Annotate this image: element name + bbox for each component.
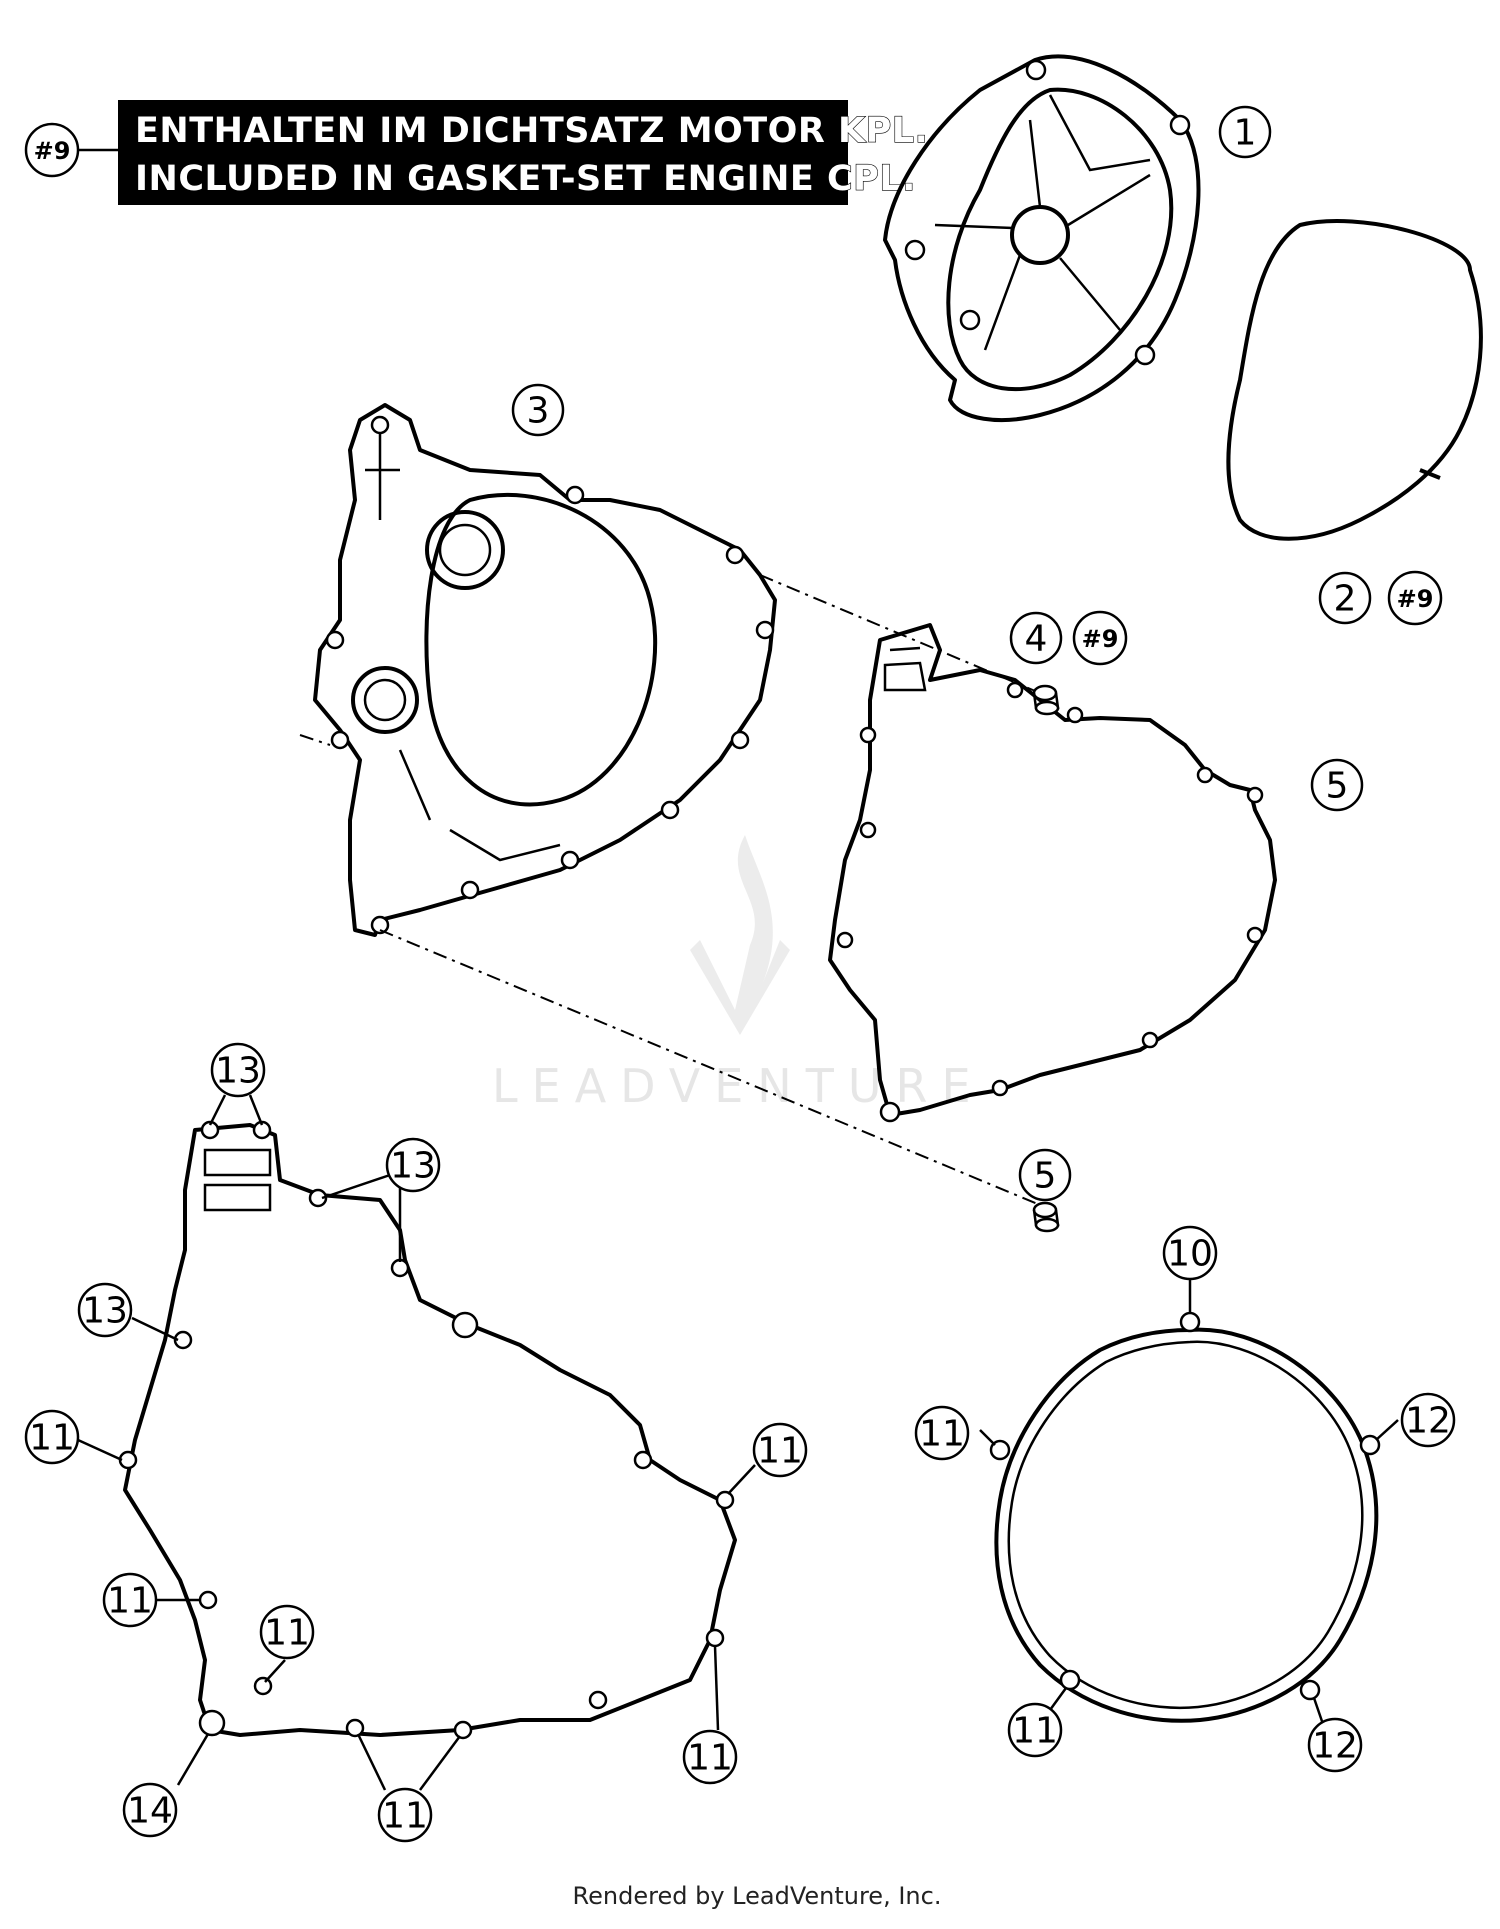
part-5-dowel-top [1032,684,1060,716]
svg-text:13: 13 [215,1051,261,1092]
watermark-logo-icon [690,835,790,1035]
part-1-outer-clutch-cover [883,54,1201,422]
callout-11-right: 11 [752,1422,808,1478]
callout-12-ring-bottom: 12 [1307,1717,1363,1773]
leader-lines [77,1094,1399,1791]
callout-13-right: 13 [385,1137,441,1193]
svg-text:13: 13 [390,1146,436,1187]
alignment-line-bottom [379,929,1041,1206]
footer-credit: Rendered by LeadVenture, Inc. [573,1882,942,1910]
svg-text:10: 10 [1167,1234,1213,1275]
callout-14: 14 [122,1782,178,1838]
svg-text:5: 5 [1034,1156,1057,1197]
callout-1: 1 [1218,105,1272,159]
svg-text:2: 2 [1334,579,1357,620]
svg-text:11: 11 [687,1738,733,1779]
svg-text:5: 5 [1326,766,1349,807]
gasket-set-note: #9 ENTHALTEN IM DICHTSATZ MOTOR KPL. INC… [24,100,929,205]
part-3-inner-cover [313,403,777,937]
svg-text:11: 11 [757,1431,803,1472]
callout-3: 3 [511,383,565,437]
svg-text:13: 13 [82,1291,128,1332]
note-line-2: INCLUDED IN GASKET-SET ENGINE CPL. [135,159,916,199]
callout-2: 2 #9 [1318,570,1443,626]
watermark: LEADVENTURE [492,835,985,1113]
svg-text:11: 11 [1012,1711,1058,1752]
svg-text:#9: #9 [1397,585,1434,613]
svg-text:1: 1 [1234,113,1257,154]
large-cover-gasket [118,1120,737,1740]
part-5-dowel-bottom [1032,1201,1060,1233]
svg-text:11: 11 [382,1796,428,1837]
callout-11-left-mid: 11 [102,1572,158,1628]
callout-11-ring-bottom: 11 [1007,1702,1063,1758]
svg-text:11: 11 [107,1581,153,1622]
svg-text:4: 4 [1025,619,1048,660]
callout-11-ring-left: 11 [914,1405,970,1461]
note-ref-label: #9 [34,137,71,165]
svg-text:11: 11 [29,1418,75,1459]
callout-11-inner: 11 [259,1604,315,1660]
callout-5-top: 5 [1310,758,1364,812]
svg-text:11: 11 [264,1613,310,1654]
callout-5-bottom: 5 [1018,1148,1072,1202]
svg-text:12: 12 [1405,1401,1451,1442]
note-line-1: ENTHALTEN IM DICHTSATZ MOTOR KPL. [135,111,928,151]
svg-text:14: 14 [127,1791,173,1832]
alignment-line-left [299,734,331,746]
callout-11-left-top: 11 [24,1409,80,1465]
svg-text:3: 3 [527,391,550,432]
callout-13-top: 13 [210,1042,266,1098]
svg-text:#9: #9 [1082,625,1119,653]
watermark-text: LEADVENTURE [492,1059,985,1113]
svg-text:12: 12 [1312,1726,1358,1767]
part-2-o-ring [1226,219,1483,541]
callout-13-left: 13 [77,1282,133,1338]
callout-11-bottom: 11 [377,1787,433,1843]
callout-12-ring-right: 12 [1400,1392,1456,1448]
callout-10: 10 [1162,1225,1218,1281]
svg-text:11: 11 [919,1414,965,1455]
note-box [118,100,848,205]
round-gasket [989,1311,1381,1723]
callout-11-bottom-right: 11 [682,1729,738,1785]
callout-4: 4 #9 [1009,610,1128,666]
